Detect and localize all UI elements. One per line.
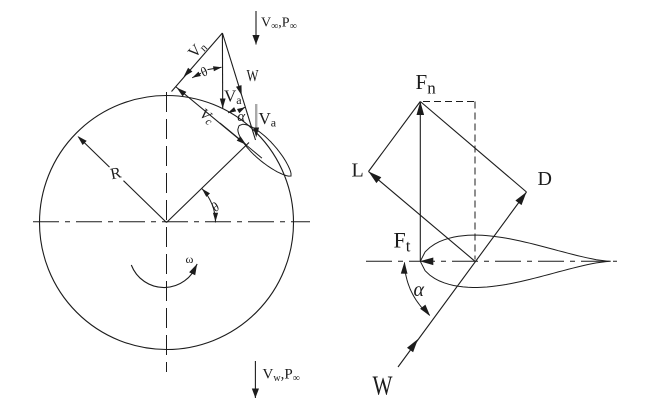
svg-text:α: α [414, 279, 425, 301]
svg-text:R: R [109, 164, 123, 183]
svg-text:W: W [247, 66, 260, 85]
svg-text:ω: ω [186, 252, 194, 266]
svg-text:W: W [373, 371, 393, 401]
svg-text:V∞,P∞: V∞,P∞ [261, 16, 297, 33]
svg-text:α: α [237, 109, 246, 125]
svg-text:D: D [538, 168, 552, 190]
svg-text:Vw,P∞: Vw,P∞ [263, 367, 300, 385]
svg-text:L: L [352, 160, 364, 182]
